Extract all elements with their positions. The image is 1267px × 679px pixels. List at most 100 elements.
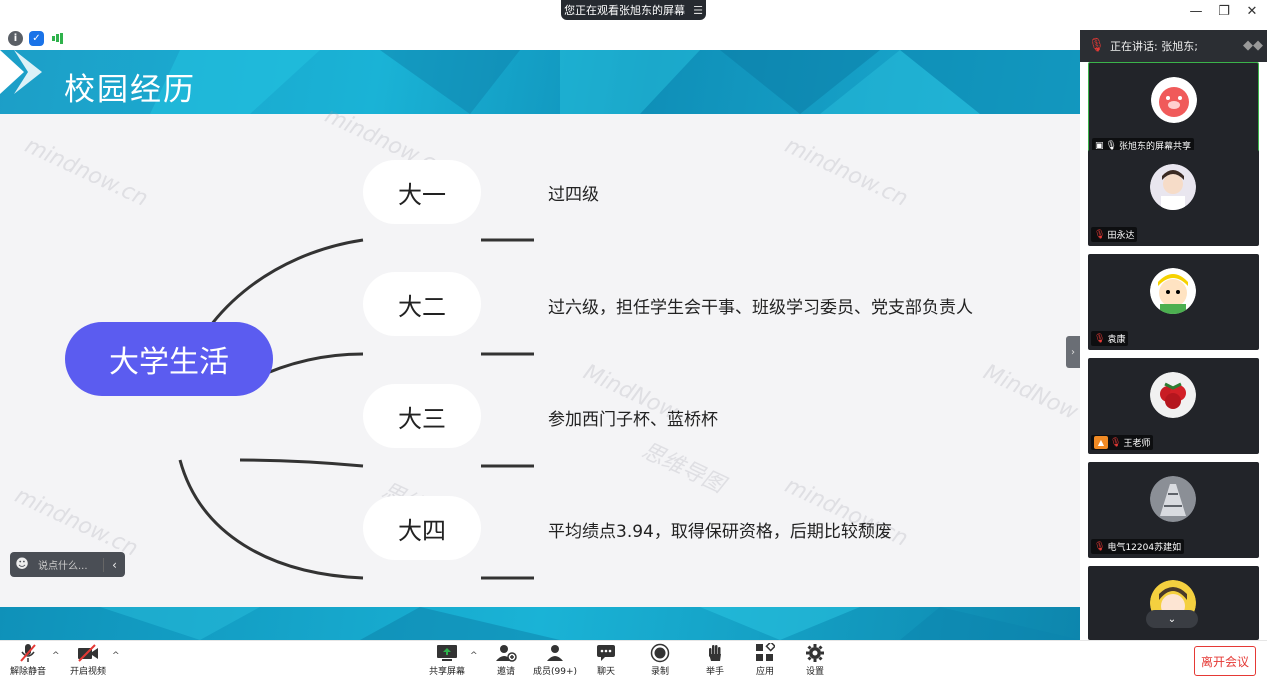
minimize-button[interactable]: — bbox=[1189, 4, 1203, 19]
members-button[interactable]: 成员(99+) bbox=[529, 643, 581, 679]
participant-name-tag: ▲ 🎙 王老师 bbox=[1091, 435, 1154, 450]
video-tile[interactable]: 🎙 田永达 bbox=[1088, 150, 1259, 246]
raise-hand-button[interactable]: 举手 bbox=[689, 643, 741, 679]
host-icon: ▲ bbox=[1094, 436, 1108, 449]
hand-icon bbox=[706, 643, 724, 663]
panel-collapse-button[interactable]: › bbox=[1066, 336, 1080, 368]
record-icon bbox=[650, 643, 670, 663]
muted-mic-icon: 🎙 bbox=[1088, 38, 1105, 53]
leave-meeting-button[interactable]: 离开会议 bbox=[1194, 646, 1256, 676]
participant-name: 王老师 bbox=[1123, 439, 1151, 449]
speaking-label: 正在讲话: 张旭东; bbox=[1110, 40, 1198, 53]
branch-node: 大二 bbox=[363, 272, 481, 336]
muted-mic-icon: 🎙 bbox=[1110, 437, 1122, 448]
close-button[interactable]: ✕ bbox=[1246, 4, 1258, 19]
branch-detail: 平均绩点3.94，取得保研资格，后期比较颓废 bbox=[548, 522, 892, 542]
child-photo-avatar-icon bbox=[1150, 164, 1196, 210]
sculpture-avatar-icon bbox=[1150, 476, 1196, 522]
apps-button[interactable]: 应用 bbox=[739, 643, 791, 679]
record-label: 录制 bbox=[650, 667, 669, 677]
cartoon-avatar-icon bbox=[1150, 268, 1196, 314]
muted-mic-icon: 🎙 bbox=[1094, 229, 1106, 240]
shield-icon[interactable]: ✓ bbox=[29, 30, 44, 46]
share-notice-text: 您正在观看张旭东的屏幕 bbox=[564, 4, 686, 17]
participant-name: 电气12204苏建如 bbox=[1107, 543, 1182, 553]
unmute-label: 解除静音 bbox=[9, 667, 46, 677]
video-tile[interactable]: ▲ 🎙 王老师 bbox=[1088, 358, 1259, 454]
participant-name: 袁康 bbox=[1107, 335, 1126, 345]
video-tile[interactable]: 🎙 袁康 bbox=[1088, 254, 1259, 350]
chevron-left-icon[interactable]: ‹ bbox=[103, 557, 125, 572]
chevron-up-icon[interactable]: ^ bbox=[52, 651, 60, 661]
chevron-up-icon[interactable]: ^ bbox=[112, 651, 120, 661]
participant-name-tag: 🎙 田永达 bbox=[1091, 227, 1138, 242]
mic-icon: 🎙 bbox=[1105, 140, 1117, 151]
branch-node: 大三 bbox=[363, 384, 481, 448]
share-screen-button[interactable]: 共享屏幕 bbox=[421, 643, 473, 679]
participant-name-tag: ▣ 🎙 张旭东的屏幕共享 bbox=[1092, 138, 1194, 153]
meeting-status-bar: i ✓ bbox=[0, 26, 1080, 50]
scroll-down-button[interactable]: ⌄ bbox=[1146, 610, 1198, 628]
branch-detail: 参加西门子杯、蓝桥杯 bbox=[548, 410, 718, 430]
add-user-icon bbox=[495, 643, 517, 663]
slide-header: 校园经历 bbox=[0, 50, 1080, 114]
slide-footer bbox=[0, 607, 1080, 640]
members-label: 成员(99+) bbox=[532, 667, 578, 677]
branch-node: 大一 bbox=[363, 160, 481, 224]
unmute-button[interactable]: 解除静音 bbox=[2, 643, 54, 679]
shared-screen: 校园经历 mindnow.cn mindnow.cn mindnow.cn Mi… bbox=[0, 50, 1080, 640]
muted-mic-icon bbox=[19, 643, 37, 663]
start-video-button[interactable]: 开启视频 bbox=[62, 643, 114, 679]
video-off-icon bbox=[77, 643, 99, 663]
screen-share-notice[interactable]: 您正在观看张旭东的屏幕 ☰ bbox=[561, 0, 706, 20]
gear-icon bbox=[805, 643, 825, 663]
chevron-up-icon[interactable]: ^ bbox=[470, 651, 478, 661]
users-icon bbox=[545, 643, 565, 663]
share-screen-label: 共享屏幕 bbox=[428, 667, 465, 677]
pig-avatar-icon bbox=[1151, 77, 1197, 123]
header-pattern bbox=[150, 50, 1080, 114]
info-icon[interactable]: i bbox=[8, 30, 23, 46]
invite-button[interactable]: 邀请 bbox=[480, 643, 532, 679]
muted-mic-icon: 🎙 bbox=[1094, 541, 1106, 552]
participant-name: 田永达 bbox=[1107, 231, 1135, 241]
slide-logo-icon bbox=[0, 50, 42, 94]
more-icon[interactable]: ◆◆ bbox=[1243, 38, 1263, 53]
video-tile[interactable]: ▣ 🎙 张旭东的屏幕共享 bbox=[1088, 62, 1259, 158]
branch-detail: 过六级，担任学生会干事、班级学习委员、党支部负责人 bbox=[548, 298, 973, 318]
chat-icon bbox=[596, 643, 616, 663]
muted-mic-icon: 🎙 bbox=[1094, 333, 1106, 344]
chat-placeholder[interactable]: 说点什么... bbox=[38, 561, 88, 572]
record-button[interactable]: 录制 bbox=[634, 643, 686, 679]
chat-button[interactable]: 聊天 bbox=[580, 643, 632, 679]
participant-name-tag: 🎙 电气12204苏建如 bbox=[1091, 539, 1185, 554]
central-topic: 大学生活 bbox=[65, 322, 273, 396]
window-controls: — ❐ ✕ bbox=[1189, 4, 1259, 19]
title-bar: 您正在观看张旭东的屏幕 ☰ — ❐ ✕ bbox=[0, 0, 1267, 26]
emoji-icon[interactable]: ☻ bbox=[15, 557, 29, 572]
footer-pattern bbox=[100, 607, 1080, 640]
chat-input-box[interactable]: ☻ 说点什么... ‹ bbox=[10, 552, 125, 577]
participant-name: 张旭东的屏幕共享 bbox=[1118, 142, 1191, 152]
raise-hand-label: 举手 bbox=[705, 667, 724, 677]
participant-name-tag: 🎙 袁康 bbox=[1091, 331, 1129, 346]
settings-button[interactable]: 设置 bbox=[789, 643, 841, 679]
start-video-label: 开启视频 bbox=[69, 667, 106, 677]
video-tile[interactable]: 🎙 电气12204苏建如 bbox=[1088, 462, 1259, 558]
settings-label: 设置 bbox=[805, 667, 824, 677]
strawberry-avatar-icon bbox=[1150, 372, 1196, 418]
meeting-toolbar: 解除静音 ^ 开启视频 ^ 共享屏幕 ^ 邀请 成员(9 bbox=[0, 640, 1267, 679]
slide-title: 校园经历 bbox=[64, 72, 196, 108]
video-tile[interactable] bbox=[1088, 566, 1259, 640]
share-screen-icon bbox=[436, 643, 458, 663]
apps-label: 应用 bbox=[755, 667, 774, 677]
restore-button[interactable]: ❐ bbox=[1218, 4, 1230, 19]
list-icon: ☰ bbox=[693, 3, 703, 17]
signal-icon[interactable] bbox=[50, 31, 65, 46]
speaking-indicator: 🎙 正在讲话: 张旭东; ◆◆ bbox=[1080, 30, 1267, 62]
branch-node: 大四 bbox=[363, 496, 481, 560]
participant-video-panel: 🎙 正在讲话: 张旭东; ◆◆ ▣ 🎙 张旭东的屏幕共享 🎙 田永达 bbox=[1080, 26, 1267, 640]
screen-share-icon: ▣ bbox=[1095, 140, 1104, 151]
apps-icon bbox=[755, 643, 775, 663]
